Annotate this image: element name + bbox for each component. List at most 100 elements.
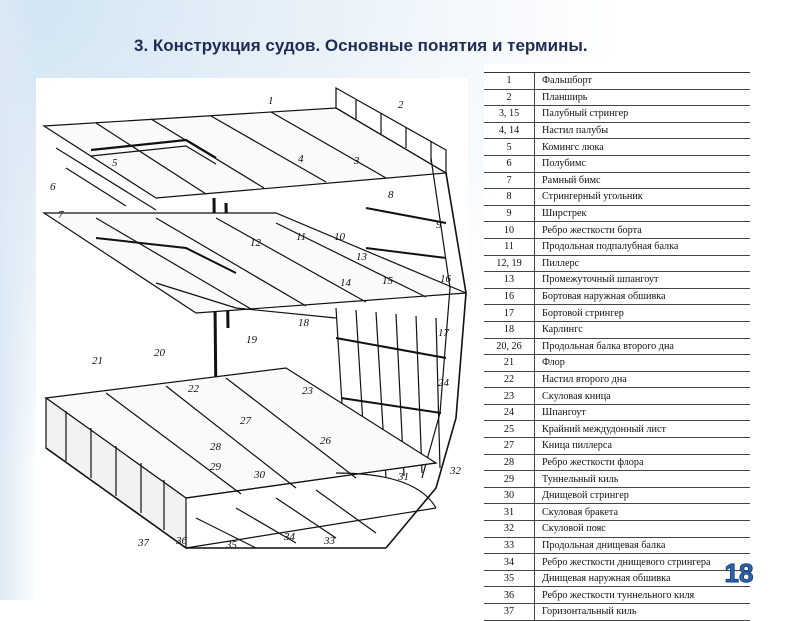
legend-row-number: 16 xyxy=(484,288,535,306)
slide-title: 3. Конструкция судов. Основные понятия и… xyxy=(134,36,588,55)
legend-row-term: Флор xyxy=(534,354,750,372)
callout-label: 18 xyxy=(298,317,310,329)
legend-row-number: 2 xyxy=(484,89,535,107)
ship-structure-drawing: 1 2 3 4 5 6 7 8 9 10 11 12 13 14 15 16 1… xyxy=(36,78,468,568)
callout-label: 24 xyxy=(438,377,450,389)
callout-label: 9 xyxy=(436,219,442,231)
legend-row-number: 21 xyxy=(484,354,535,372)
callout-label: 21 xyxy=(92,355,103,367)
legend-row-term: Бортовой стрингер xyxy=(534,304,750,322)
legend-row-term: Ребро жесткости борта xyxy=(534,221,750,239)
callout-label: 37 xyxy=(137,537,150,549)
legend-row-number: 23 xyxy=(484,387,535,405)
callout-label: 33 xyxy=(323,535,336,547)
legend-row-term: Стрингерный угольник xyxy=(534,188,750,206)
legend-row-term: Ширстрек xyxy=(534,205,750,223)
legend-row-term: Комингс люка xyxy=(534,138,750,156)
legend-row-term: Продольная днищевая балка xyxy=(534,537,750,555)
callout-label: 5 xyxy=(112,157,118,169)
callout-label: 30 xyxy=(253,469,266,481)
callout-label: 34 xyxy=(283,531,296,543)
callout-label: 15 xyxy=(382,275,394,287)
legend-row-number: 25 xyxy=(484,420,535,439)
callout-label: 13 xyxy=(356,251,368,263)
callout-label: 32 xyxy=(449,465,462,477)
callout-label: 20 xyxy=(154,347,166,359)
legend-row-term: Ребро жесткости флора xyxy=(534,454,750,472)
legend-row-number: 27 xyxy=(484,437,535,455)
legend-row-term: Карлингс xyxy=(534,321,750,339)
legend-row-number: 35 xyxy=(484,570,535,588)
legend-row-term: Шпангоут xyxy=(534,404,750,422)
legend-row-term: Полубимс xyxy=(534,155,750,173)
legend-row-number: 32 xyxy=(484,520,535,538)
callout-label: 26 xyxy=(320,435,332,447)
legend-row-term: Бортовая наружная обшивка xyxy=(534,288,750,306)
legend-row-term: Скуловая кница xyxy=(534,387,750,405)
legend-row-term: Продольная балка второго дна xyxy=(534,338,750,356)
legend-row-term: Настил второго дна xyxy=(534,371,750,389)
callout-label: 36 xyxy=(175,535,188,547)
callout-label: 22 xyxy=(188,383,200,395)
legend-row-number: 3, 15 xyxy=(484,105,535,123)
legend-row-term: Фальшборт xyxy=(534,73,750,90)
legend-row-number: 28 xyxy=(484,454,535,472)
callout-label: 17 xyxy=(438,327,450,339)
callout-label: 8 xyxy=(388,189,394,201)
legend-row-number: 24 xyxy=(484,404,535,422)
legend-row-term: Продольная подпалубная балка xyxy=(534,238,750,256)
callout-label: 23 xyxy=(302,385,314,397)
legend-row-term: Настил палубы xyxy=(534,122,750,140)
legend-row-term: Горизонтальный киль xyxy=(534,603,750,621)
legend-row-number: 20, 26 xyxy=(484,338,535,356)
legend-row-number: 36 xyxy=(484,586,535,604)
legend-row-number: 18 xyxy=(484,321,535,339)
legend-row-term: Рамный бимс xyxy=(534,172,750,190)
callout-label: 1 xyxy=(268,95,274,107)
callout-label: 7 xyxy=(58,209,64,221)
legend-row-term: Кница пиллерса xyxy=(534,437,750,455)
legend-row-term: Планширь xyxy=(534,89,750,107)
legend-row-number: 9 xyxy=(484,205,535,223)
callout-label: 4 xyxy=(298,153,304,165)
callout-label: 16 xyxy=(440,273,452,285)
legend-row-term: Днищевая наружная обшивка xyxy=(534,570,750,588)
callout-label: 11 xyxy=(296,231,306,243)
legend-row-number: 7 xyxy=(484,172,535,190)
callout-label: 19 xyxy=(246,334,258,346)
legend-row-number: 11 xyxy=(484,238,535,256)
ship-section-svg: 1 2 3 4 5 6 7 8 9 10 11 12 13 14 15 16 1… xyxy=(41,86,467,551)
callout-label: 2 xyxy=(398,99,404,111)
legend-row-number: 22 xyxy=(484,371,535,389)
legend-row-number: 5 xyxy=(484,138,535,156)
legend-row-number: 10 xyxy=(484,221,535,239)
legend-row-number: 37 xyxy=(484,603,535,621)
legend-row-term: Палубный стрингер xyxy=(534,105,750,123)
